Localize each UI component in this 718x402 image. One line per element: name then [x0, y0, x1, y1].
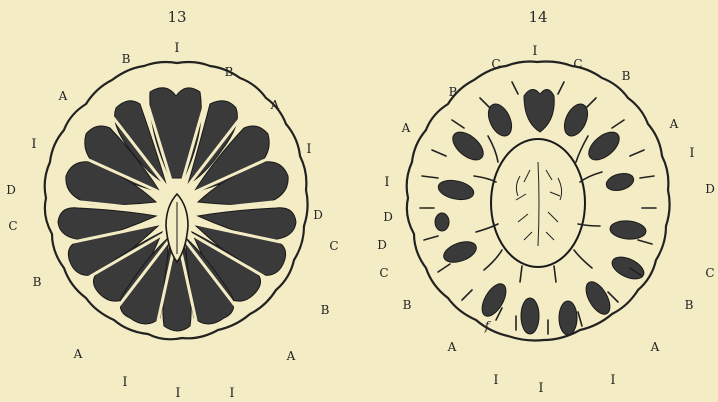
fig13-label-left-c: C	[8, 219, 17, 233]
bundle	[437, 177, 476, 202]
fig14-label-upper-left-a: A	[401, 121, 411, 135]
fig14-label-right-i: I	[689, 146, 694, 161]
fig13-label-right-i: I	[306, 142, 311, 157]
fig13-label-lower-right-a: A	[286, 349, 296, 363]
fig14-label-bottom-i: I	[538, 381, 543, 396]
fig13-label-upper-right-a: A	[270, 98, 280, 112]
fig13-label-left-i: I	[31, 137, 36, 152]
fig13-label-right-d: D	[313, 208, 323, 222]
fig13-label-upper-left-a: A	[58, 89, 68, 103]
fig14-label-left-d1: D	[383, 210, 393, 224]
fig14-label-bottom-left-i: I	[493, 373, 498, 388]
bundle	[524, 89, 554, 132]
figure-13: 13	[6, 8, 338, 401]
bundle	[435, 213, 449, 231]
figure-14-number: 14	[528, 8, 547, 26]
fig14-label-top-i: I	[532, 44, 537, 59]
fig13-label-bottom-i: I	[175, 386, 180, 401]
bundle	[521, 298, 539, 334]
fig14-label-lower-left-b: B	[403, 298, 412, 312]
fig14-label-top-left-c: C	[491, 57, 500, 71]
fig14-label-left-c: C	[379, 266, 388, 280]
bundle	[581, 278, 615, 318]
fig13-label-lower-right-b: B	[321, 303, 330, 317]
figure-13-number: 13	[167, 8, 186, 26]
fig14-label-top-right-b: B	[622, 69, 631, 83]
figure-14: 14	[377, 8, 715, 396]
fig14-label-lower-right-a: A	[650, 340, 660, 354]
fig14-label-right-c: C	[705, 266, 714, 280]
fig14-label-top-left-b: B	[449, 85, 458, 99]
fig14-label-lower-left-a: A	[447, 340, 457, 354]
fig13-label-lower-left-b: B	[33, 275, 42, 289]
bundle	[609, 253, 647, 284]
fig13-label-bottom-right-i: I	[229, 386, 234, 401]
bundle	[448, 127, 488, 165]
bundle	[559, 301, 577, 335]
bundle	[441, 238, 479, 267]
fig13-label-lower-left-a: A	[73, 347, 83, 361]
bundle	[604, 171, 635, 194]
fig13-label-bottom-left-i: I	[122, 375, 127, 390]
fig13-label-top-left-b: B	[122, 52, 131, 66]
fig13-label-top-i: I	[174, 41, 179, 56]
bundle	[584, 127, 624, 165]
bundle	[477, 280, 511, 320]
fig13-label-top-right-b: B	[225, 65, 234, 79]
fig14-label-top-right-c: C	[573, 57, 582, 71]
fig14-label-lower-right-b: B	[685, 298, 694, 312]
fig14-label-bottom-right-i: I	[610, 373, 615, 388]
bundle	[609, 219, 646, 240]
fig14-pith	[491, 139, 585, 267]
fig14-label-upper-right-a: A	[669, 117, 679, 131]
fig13-label-left-d: D	[6, 183, 16, 197]
fig13-label-right-c: C	[329, 239, 338, 253]
fig14-label-left-d2: D	[377, 238, 387, 252]
fig14-label-right-d: D	[705, 182, 715, 196]
fig14-label-left-i: I	[384, 175, 389, 190]
